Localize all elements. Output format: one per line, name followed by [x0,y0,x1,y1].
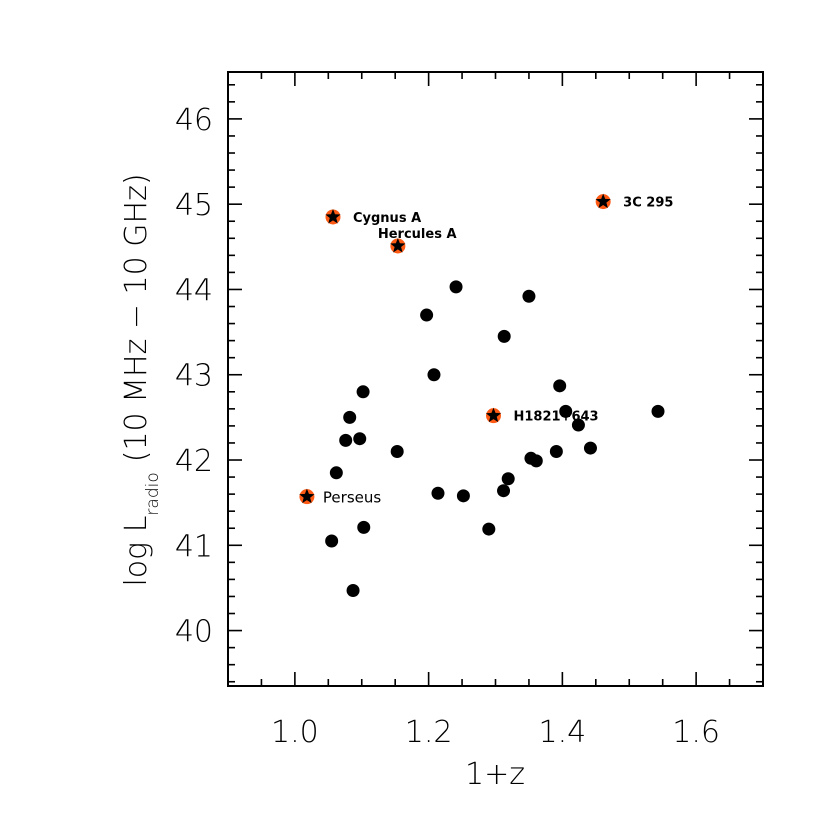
y-axis-title-sub: radio [143,472,163,515]
data-point [390,444,404,458]
y-axis-title: log Lradio (10 MHz − 10 GHz) [119,173,163,586]
y-tick-label: 44 [175,273,213,308]
y-tick-label: 45 [175,188,213,223]
data-point [549,444,563,458]
data-point [571,418,585,432]
data-point [329,466,343,480]
data-point [482,522,496,536]
point-label: Cygnus A [353,211,421,226]
data-point [456,489,470,503]
data-point [553,379,567,393]
x-tick-label: 1.4 [539,715,587,750]
data-point [583,441,597,455]
data-point [343,410,357,424]
star-point [485,407,502,423]
data-point [353,432,367,446]
x-axis-title: 1+z [465,757,525,792]
data-point [497,484,511,498]
point-label: Perseus [323,489,381,507]
point-label: 3C 295 [623,196,673,211]
y-tick-label: 40 [175,615,213,650]
data-point [420,308,434,322]
data-point [651,404,665,418]
data-point [427,368,441,382]
data-points [299,193,665,597]
data-point [325,534,339,548]
y-tick-labels: 40 41 42 43 44 45 46 [175,103,213,650]
y-tick-label: 46 [175,103,213,138]
point-label: H1821+643 [513,410,598,425]
x-tick-labels: 1.0 1.2 1.4 1.6 [271,715,720,750]
star-point [325,208,341,224]
data-point [356,385,370,399]
star-point [595,193,611,209]
data-point [529,454,543,468]
plot-frame [227,71,764,687]
y-tick-label: 41 [175,529,213,564]
point-label: Hercules A [378,227,457,242]
y-tick-label: 43 [175,359,213,394]
data-point [357,520,371,534]
star-point [299,488,315,504]
x-tick-label: 1.0 [271,715,319,750]
y-axis-title-main: log L [119,516,154,587]
data-point [501,472,515,486]
data-point [346,583,360,597]
y-tick-label: 42 [175,444,213,479]
data-point [497,329,511,343]
data-point [431,486,445,500]
star-point [390,237,406,253]
data-point [559,404,573,418]
data-point [522,289,536,303]
data-point [449,280,463,294]
x-tick-label: 1.2 [405,715,453,750]
axis-ticks [227,72,764,686]
x-tick-label: 1.6 [672,715,720,750]
y-axis-title-rest: (10 MHz − 10 GHz) [119,173,154,462]
data-point [339,433,353,447]
